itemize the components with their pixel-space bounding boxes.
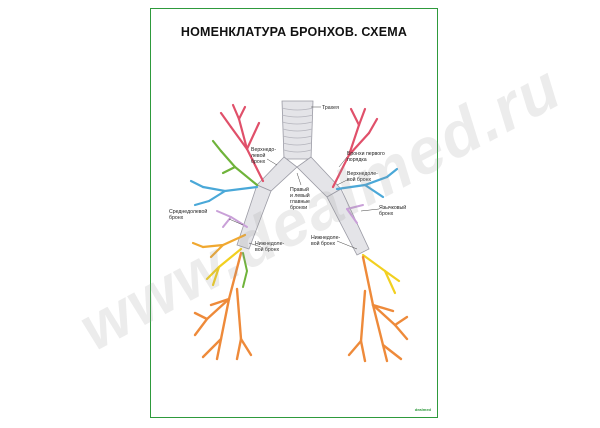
label-left-upper-bronchus: Бронхи первого порядка Верхнедоле- вой б… bbox=[347, 151, 386, 183]
label-right-lower-bronchus: Нижнедоле- вой бронх bbox=[255, 241, 286, 253]
callout-labels: Трахея Верхнедо- левой бронх Правый и ле… bbox=[169, 105, 408, 253]
leader-lines bbox=[228, 106, 380, 250]
left-lower-branches bbox=[347, 253, 409, 363]
trachea bbox=[281, 100, 314, 160]
right-lower-branches bbox=[193, 247, 253, 361]
label-right-upper-bronchus: Верхнедо- левой бронх bbox=[251, 147, 278, 165]
label-left-lower-bronchus: Нижнедоле- вой бронх bbox=[311, 235, 342, 247]
brand-logo: dealmed bbox=[414, 407, 431, 412]
label-trachea: Трахея bbox=[322, 105, 339, 111]
poster-title: НОМЕНКЛАТУРА БРОНХОВ. СХЕМА bbox=[180, 25, 408, 39]
right-middle-branches bbox=[191, 210, 248, 259]
main-bronchi bbox=[236, 156, 370, 256]
label-main-bronchi: Правый и левый главные бронхи bbox=[290, 186, 311, 211]
label-right-middle-bronchus: Среднедолевой бронх bbox=[169, 208, 209, 221]
right-upper-branches bbox=[189, 103, 265, 207]
poster-frame: НОМЕНКЛАТУРА БРОНХОВ. СХЕМА bbox=[150, 8, 438, 418]
left-upper-branches bbox=[331, 107, 399, 224]
bronchial-tree-diagram: Трахея Верхнедо- левой бронх Правый и ле… bbox=[169, 100, 409, 363]
label-left-lingular-bronchus: Язычковый бронх bbox=[379, 204, 408, 217]
